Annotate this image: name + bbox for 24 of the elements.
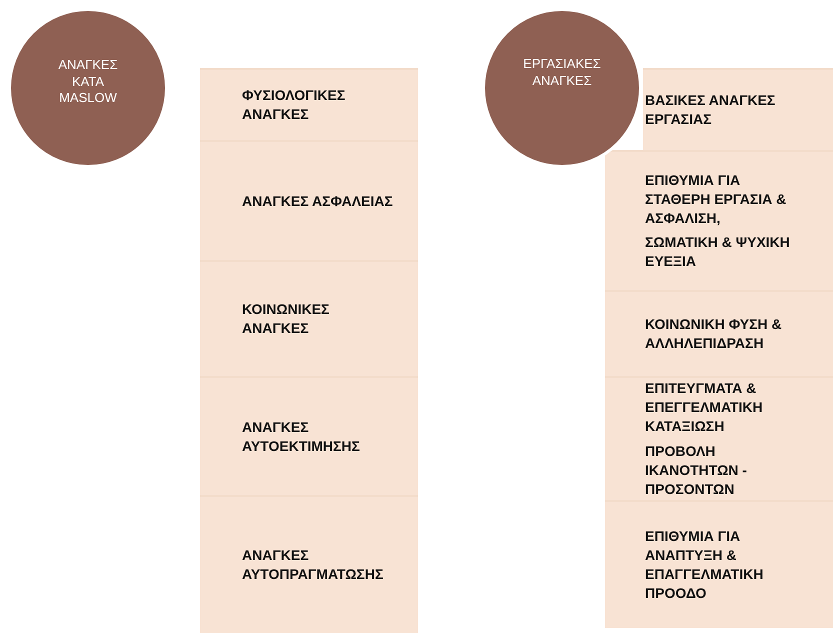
need-label: ΚΟΙΝΩΝΙΚΗ ΦΥΣΗ & ΑΛΛΗΛΕΠΙΔΡΑΣΗ (645, 315, 783, 353)
need-band (200, 260, 418, 376)
need-band (200, 140, 418, 260)
need-band (200, 495, 418, 633)
need-label: ΣΩΜΑΤΙΚΗ & ΨΥΧΙΚΗ ΕΥΕΞΙΑ (645, 233, 791, 272)
need-label: ΑΝΑΓΚΕΣ ΑΣΦΑΛΕΙΑΣ (242, 192, 394, 210)
need-band (200, 68, 418, 140)
need-label: ΒΑΣΙΚΕΣ ΑΝΑΓΚΕΣ ΕΡΓΑΣΙΑΣ (645, 91, 776, 129)
need-band (200, 376, 418, 495)
need-band (605, 500, 833, 628)
category-title: ΑΝΑΓΚΕΣ ΚΑΤΑ MASLOW (57, 56, 119, 108)
need-label: ΦΥΣΙΟΛΟΓΙΚΕΣ ΑΝΑΓΚΕΣ (242, 86, 346, 124)
need-band (643, 68, 833, 150)
need-label: ΕΠΙΘΥΜΙΑ ΓΙΑ ΣΤΑΘΕΡΗ ΕΡΓΑΣΙΑ & ΑΣΦΑΛΙΣΗ, (645, 170, 788, 228)
category-title: ΕΡΓΑΣΙΑΚΕΣ ΑΝΑΓΚΕΣ (522, 56, 602, 90)
need-band (605, 376, 833, 500)
need-label: ΚΟΙΝΩΝΙΚΕΣ ΑΝΑΓΚΕΣ (242, 300, 330, 338)
need-label: ΑΝΑΓΚΕΣ ΑΥΤΟΕΚΤΙΜΗΣΗΣ (242, 418, 361, 456)
need-label: ΕΠΙΘΥΜΙΑ ΓΙΑ ΑΝΑΠΤΥΞΗ & ΕΠΑΓΓΕΛΜΑΤΙΚΗ ΠΡΟΟΔΟ (645, 527, 764, 603)
need-label: ΠΡΟΒΟΛΗ ΙΚΑΝΟΤΗΤΩΝ - ΠΡΟΣΟΝΤΩΝ (645, 442, 748, 499)
need-band (605, 150, 833, 290)
need-label: ΕΠΙΤΕΥΓΜΑΤΑ & ΕΠΕΓΓΕΛΜΑΤΙΚΗ ΚΑΤΑΞΙΩΣΗ (645, 379, 764, 436)
need-label: ΑΝΑΓΚΕΣ ΑΥΤΟΠΡΑΓΜΑΤΩΣΗΣ (242, 546, 384, 584)
need-band (605, 290, 833, 376)
